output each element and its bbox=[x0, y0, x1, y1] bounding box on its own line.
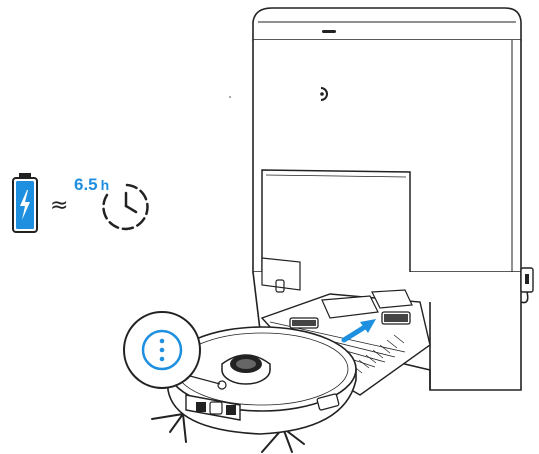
clock-icon bbox=[103, 185, 147, 229]
dust-speck bbox=[229, 96, 231, 98]
battery-charging-icon bbox=[13, 173, 37, 232]
charge-time-unit: h bbox=[101, 177, 110, 193]
power-cord bbox=[521, 268, 533, 303]
approx-symbol: ≈ bbox=[50, 193, 68, 218]
charge-time-value: 6.5 bbox=[74, 175, 98, 194]
